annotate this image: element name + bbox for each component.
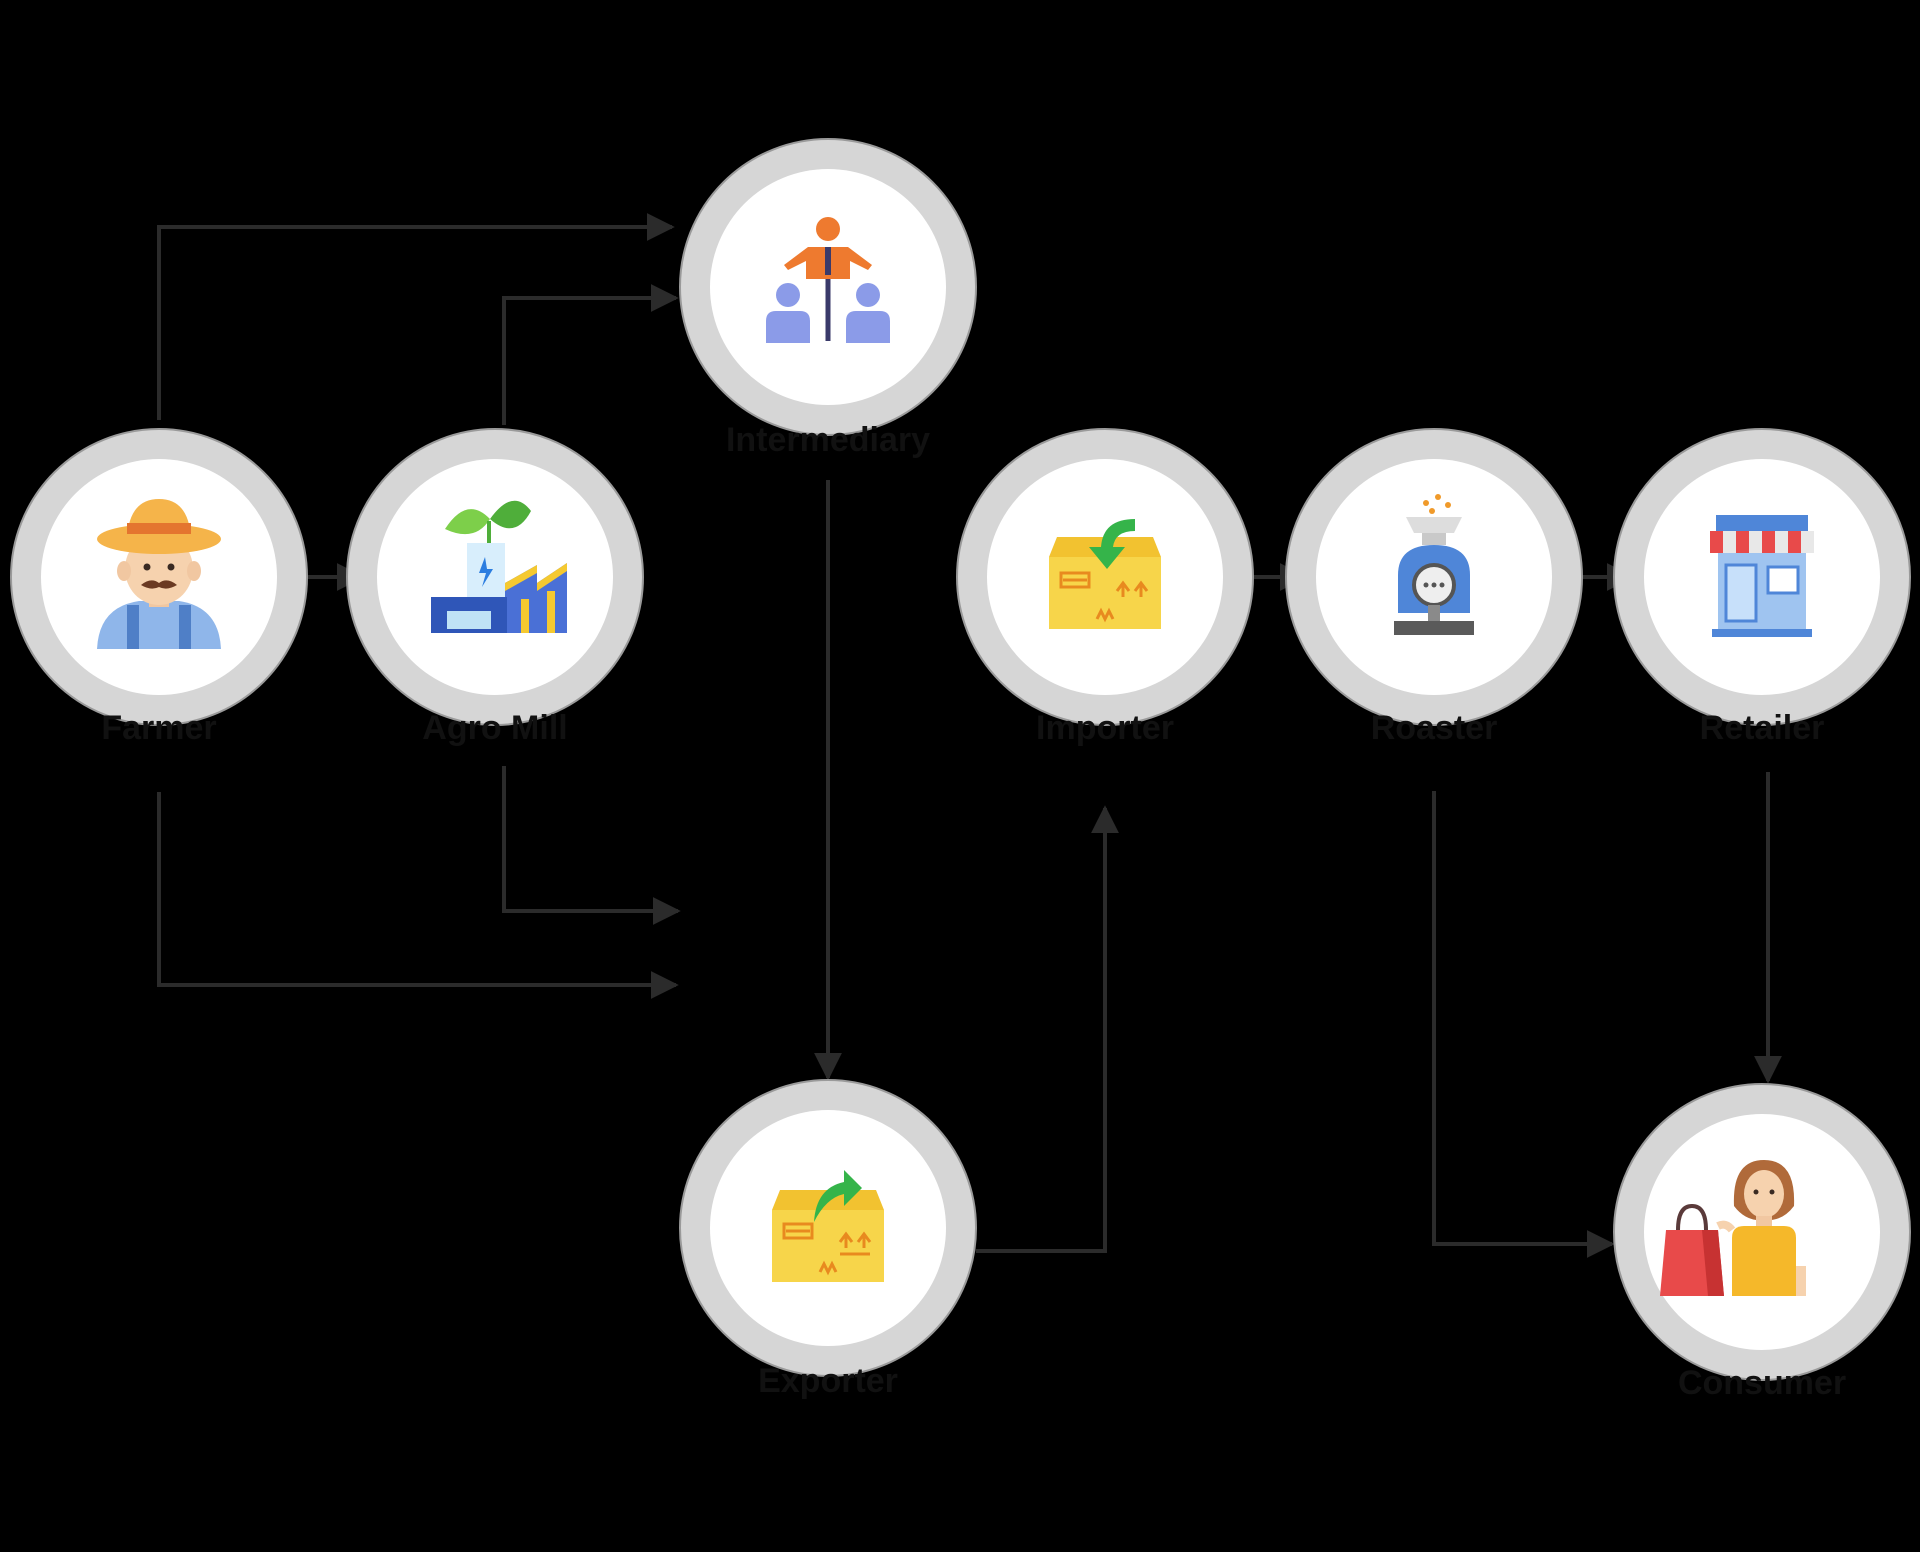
farmer-icon bbox=[97, 499, 221, 649]
node-label-exporter: Exporter bbox=[758, 1362, 898, 1400]
edges bbox=[157, 213, 1782, 1258]
node-importer[interactable]: Importer bbox=[956, 428, 1254, 747]
node-intermediary[interactable]: Intermediary bbox=[679, 138, 977, 459]
edge-factory-to-exporter bbox=[502, 766, 681, 925]
node-retailer[interactable]: Retailer bbox=[1613, 428, 1911, 747]
edge-factory-to-intermediary bbox=[502, 284, 679, 425]
hierarchy-people-icon bbox=[766, 217, 890, 343]
edge-roaster-to-consumer bbox=[1432, 791, 1615, 1258]
coffee-grinder-icon bbox=[1394, 494, 1474, 635]
edge-farmer-to-exporter bbox=[157, 792, 679, 999]
shopper-icon bbox=[1660, 1160, 1806, 1296]
node-factory[interactable]: Agro Mill bbox=[346, 428, 644, 747]
factory-icon bbox=[431, 500, 567, 633]
node-label-farmer: Farmer bbox=[101, 709, 216, 747]
node-roaster[interactable]: Roaster bbox=[1285, 428, 1583, 747]
node-label-importer: Importer bbox=[1036, 709, 1174, 747]
edge-farmer-to-intermediary bbox=[157, 213, 675, 420]
node-label-retailer: Retailer bbox=[1700, 709, 1825, 747]
edge-exporter-to-importer bbox=[976, 805, 1119, 1253]
box-import-icon bbox=[1049, 519, 1161, 629]
node-exporter[interactable]: Exporter bbox=[679, 1079, 977, 1400]
node-farmer[interactable]: Farmer bbox=[10, 428, 308, 747]
node-label-roaster: Roaster bbox=[1371, 709, 1498, 747]
node-label-factory: Agro Mill bbox=[422, 709, 567, 747]
node-consumer[interactable]: Consumer bbox=[1613, 1083, 1911, 1402]
box-export-icon bbox=[772, 1170, 884, 1282]
node-label-intermediary: Intermediary bbox=[726, 421, 930, 459]
shop-icon bbox=[1710, 515, 1814, 637]
node-label-consumer: Consumer bbox=[1678, 1364, 1846, 1402]
